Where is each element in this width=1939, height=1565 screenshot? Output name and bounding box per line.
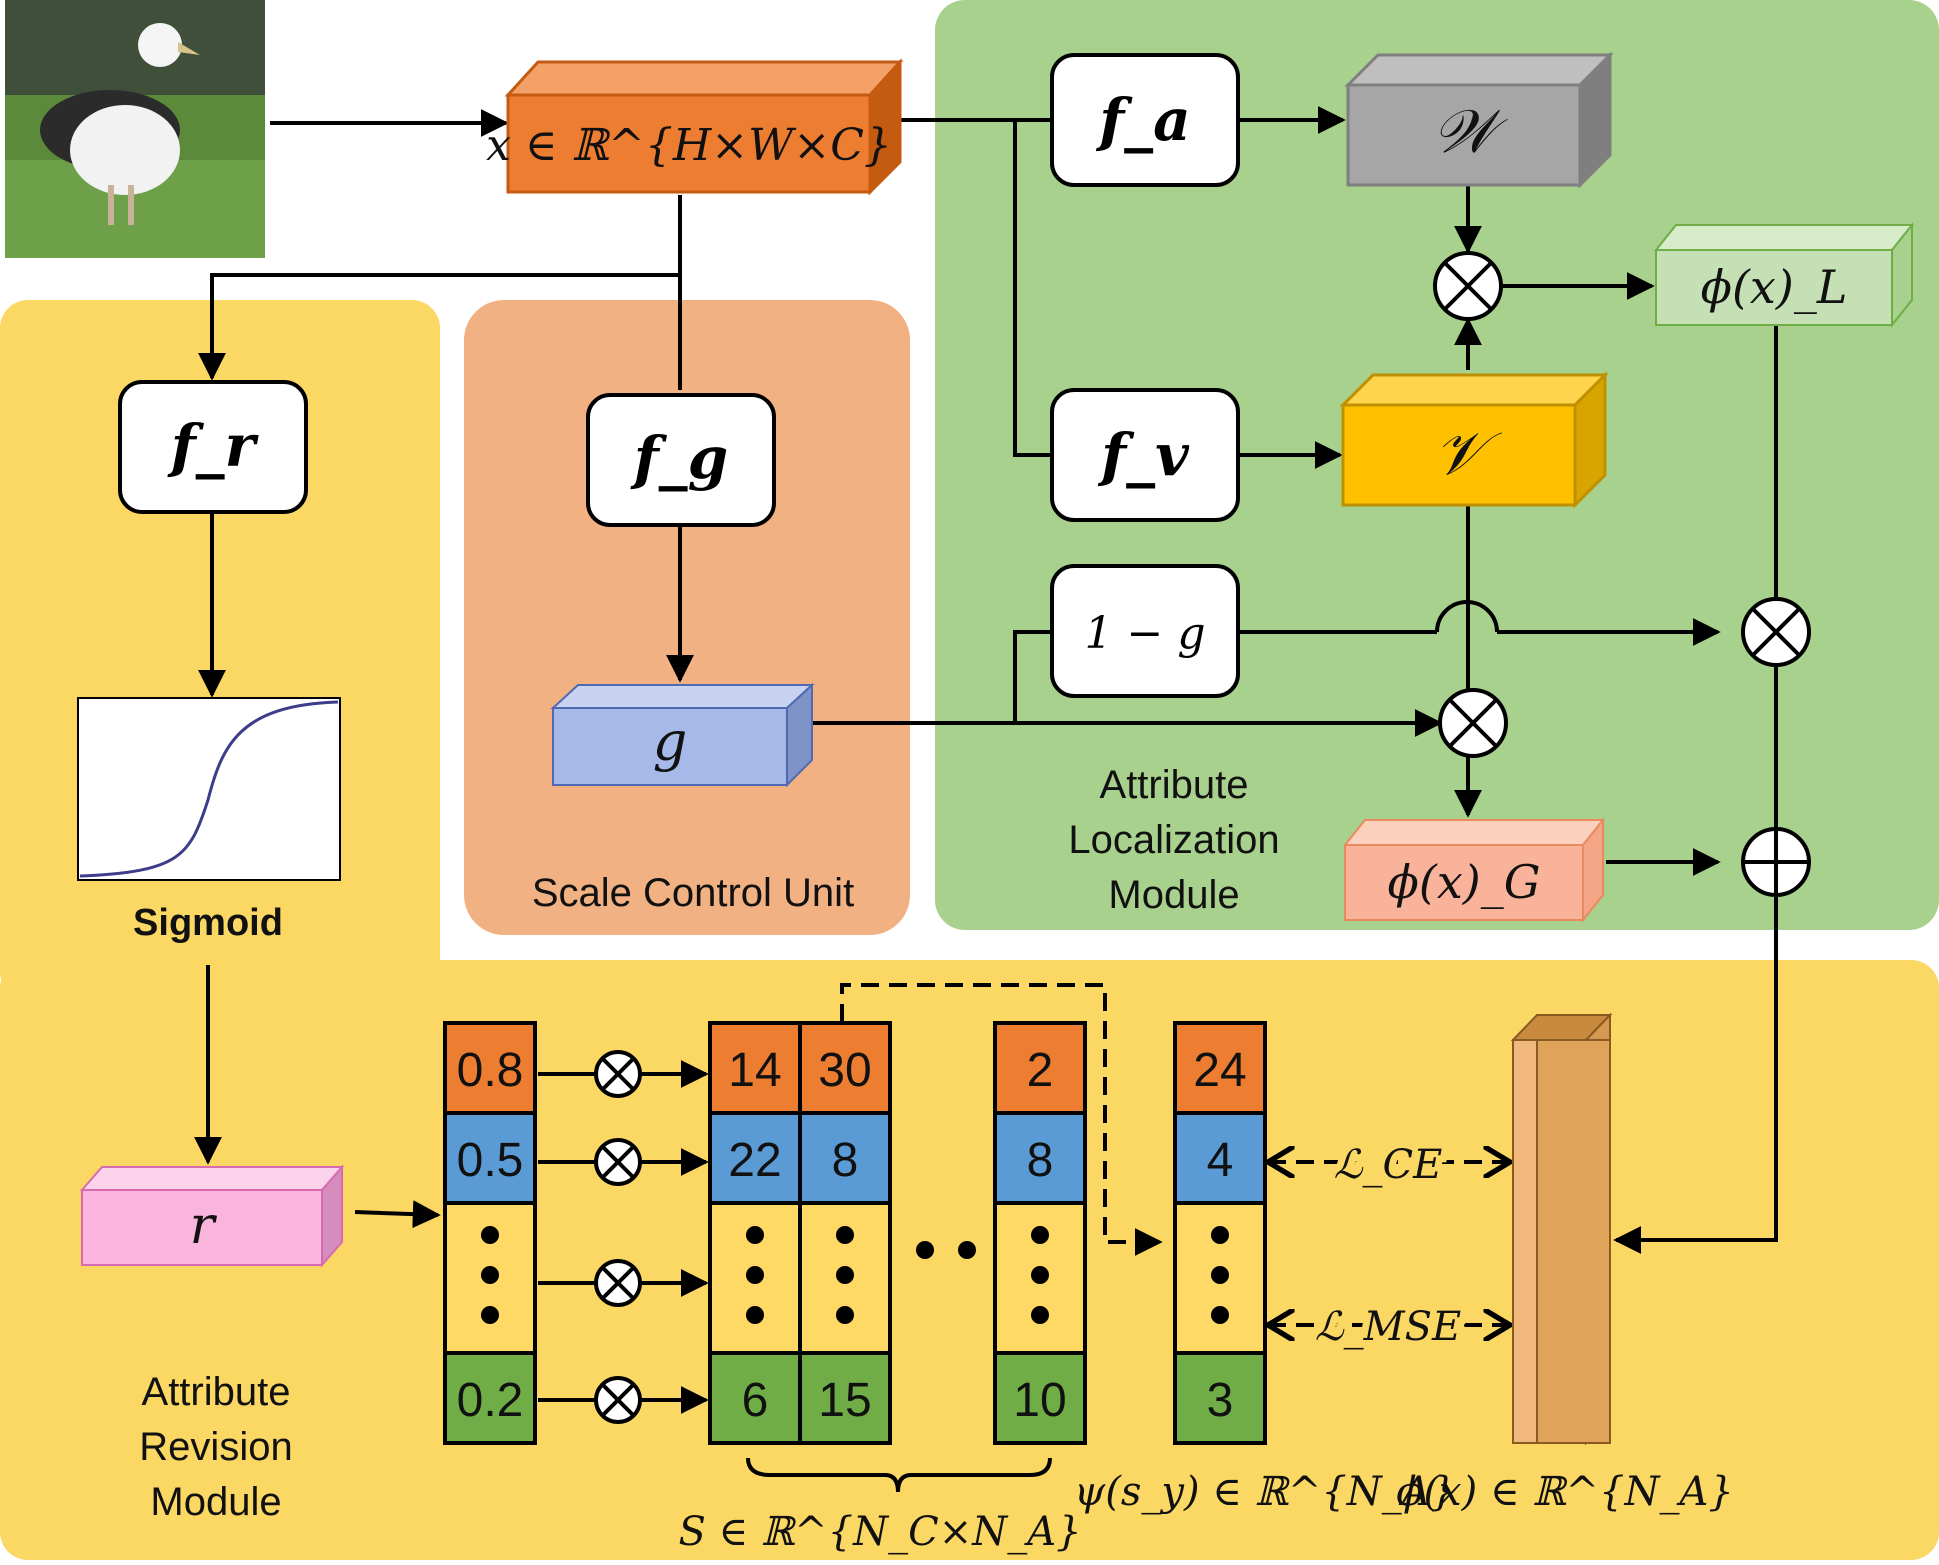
W-tensor: 𝒲 (1344, 51, 1614, 189)
one-minus-g-box: 1 − g (1050, 564, 1240, 698)
phi-x-label: ϕ(x) ∈ ℝ^{N_A} (1396, 1469, 1734, 1515)
S-col1-bottom: 6 (742, 1374, 769, 1427)
S-col1-second: 22 (728, 1134, 781, 1187)
S-col2-ellipsis (836, 1226, 854, 1324)
loss-mse-label: ℒ_MSE (1315, 1304, 1461, 1350)
phi-G-tensor: ϕ(x)_G (1342, 817, 1606, 923)
r-vector-ellipsis (481, 1226, 499, 1324)
psi-label: ψ(s_y) ∈ ℝ^{N_A} (1074, 1469, 1456, 1515)
r-label: r (190, 1196, 218, 1256)
input-image (5, 0, 265, 258)
feature-tensor-label: x ∈ ℝ^{H×W×C} (486, 120, 892, 171)
g-tensor: g (550, 682, 815, 788)
localization-title-line3: Module (1108, 873, 1239, 917)
sigmoid-label: Sigmoid (133, 902, 283, 944)
revision-module-title: Attribute Revision Module (139, 1370, 292, 1524)
S-colN-ellipsis (1031, 1226, 1049, 1324)
psi-bottom: 3 (1207, 1374, 1234, 1427)
S-colN-top: 2 (1027, 1044, 1054, 1097)
S-col1-ellipsis (746, 1226, 764, 1324)
phi-L-tensor: ϕ(x)_L (1653, 222, 1915, 328)
one-minus-g-label: 1 − g (1085, 608, 1206, 659)
add-operator (1741, 827, 1811, 897)
S-colN-second: 8 (1027, 1134, 1054, 1187)
multiply-operator-row2 (594, 1138, 642, 1186)
localization-title-line1: Attribute (1100, 763, 1249, 807)
feature-tensor-x: x ∈ ℝ^{H×W×C} (486, 58, 904, 196)
S-matrix-col1 (708, 1021, 802, 1445)
fv-label: f_v (1097, 421, 1190, 489)
sigmoid-plot (77, 697, 341, 881)
multiply-operator-W-V (1433, 251, 1503, 321)
r-vector-cell-second: 0.5 (457, 1134, 524, 1187)
multiply-operator-row3 (594, 1259, 642, 1307)
S-col2-bottom: 15 (818, 1374, 871, 1427)
fr-box: f_r (118, 380, 308, 514)
phi-L-label: ϕ(x)_L (1701, 260, 1848, 314)
localization-module-title: Attribute Localization Module (1068, 763, 1279, 917)
fg-label: f_g (630, 424, 729, 492)
localization-title-line2: Localization (1068, 818, 1279, 862)
psi-second: 4 (1207, 1134, 1234, 1187)
r-vector (443, 1021, 537, 1445)
phi-G-label: ϕ(x)_G (1388, 855, 1541, 909)
S-col2-top: 30 (818, 1044, 871, 1097)
scale-control-title: Scale Control Unit (532, 871, 854, 915)
S-col1-top: 14 (728, 1044, 781, 1097)
phi-x-tensor (1510, 1012, 1613, 1446)
V-tensor: 𝒱 (1339, 371, 1609, 509)
loss-ce-label: ℒ_CE (1334, 1142, 1443, 1188)
multiply-operator-row1 (594, 1050, 642, 1098)
S-colN-bottom: 10 (1013, 1374, 1066, 1427)
psi-ellipsis (1211, 1226, 1229, 1324)
fr-label: f_r (167, 412, 260, 480)
r-vector-cell-top: 0.8 (457, 1044, 524, 1097)
fg-box: f_g (586, 393, 776, 527)
S-matrix-label: S ∈ ℝ^{N_C×N_A} (678, 1509, 1081, 1555)
revision-title-line2: Revision (139, 1425, 292, 1469)
S-col2-second: 8 (832, 1134, 859, 1187)
operators (594, 251, 1811, 1424)
psi-top: 24 (1193, 1044, 1246, 1097)
revision-title-line3: Module (150, 1480, 281, 1524)
r-tensor: r (79, 1164, 345, 1268)
connectors (194, 106, 1778, 1493)
multiply-operator-g-V (1438, 688, 1508, 758)
fv-box: f_v (1050, 388, 1240, 522)
g-label: g (653, 710, 688, 773)
fa-box: f_a (1050, 53, 1240, 187)
r-vector-cell-bottom: 0.2 (457, 1374, 524, 1427)
multiply-operator-1g-L (1741, 597, 1811, 667)
S-columns-ellipsis (916, 1241, 976, 1259)
revision-title-line1: Attribute (142, 1370, 291, 1414)
fa-label: f_a (1095, 86, 1191, 154)
multiply-operator-row4 (594, 1376, 642, 1424)
